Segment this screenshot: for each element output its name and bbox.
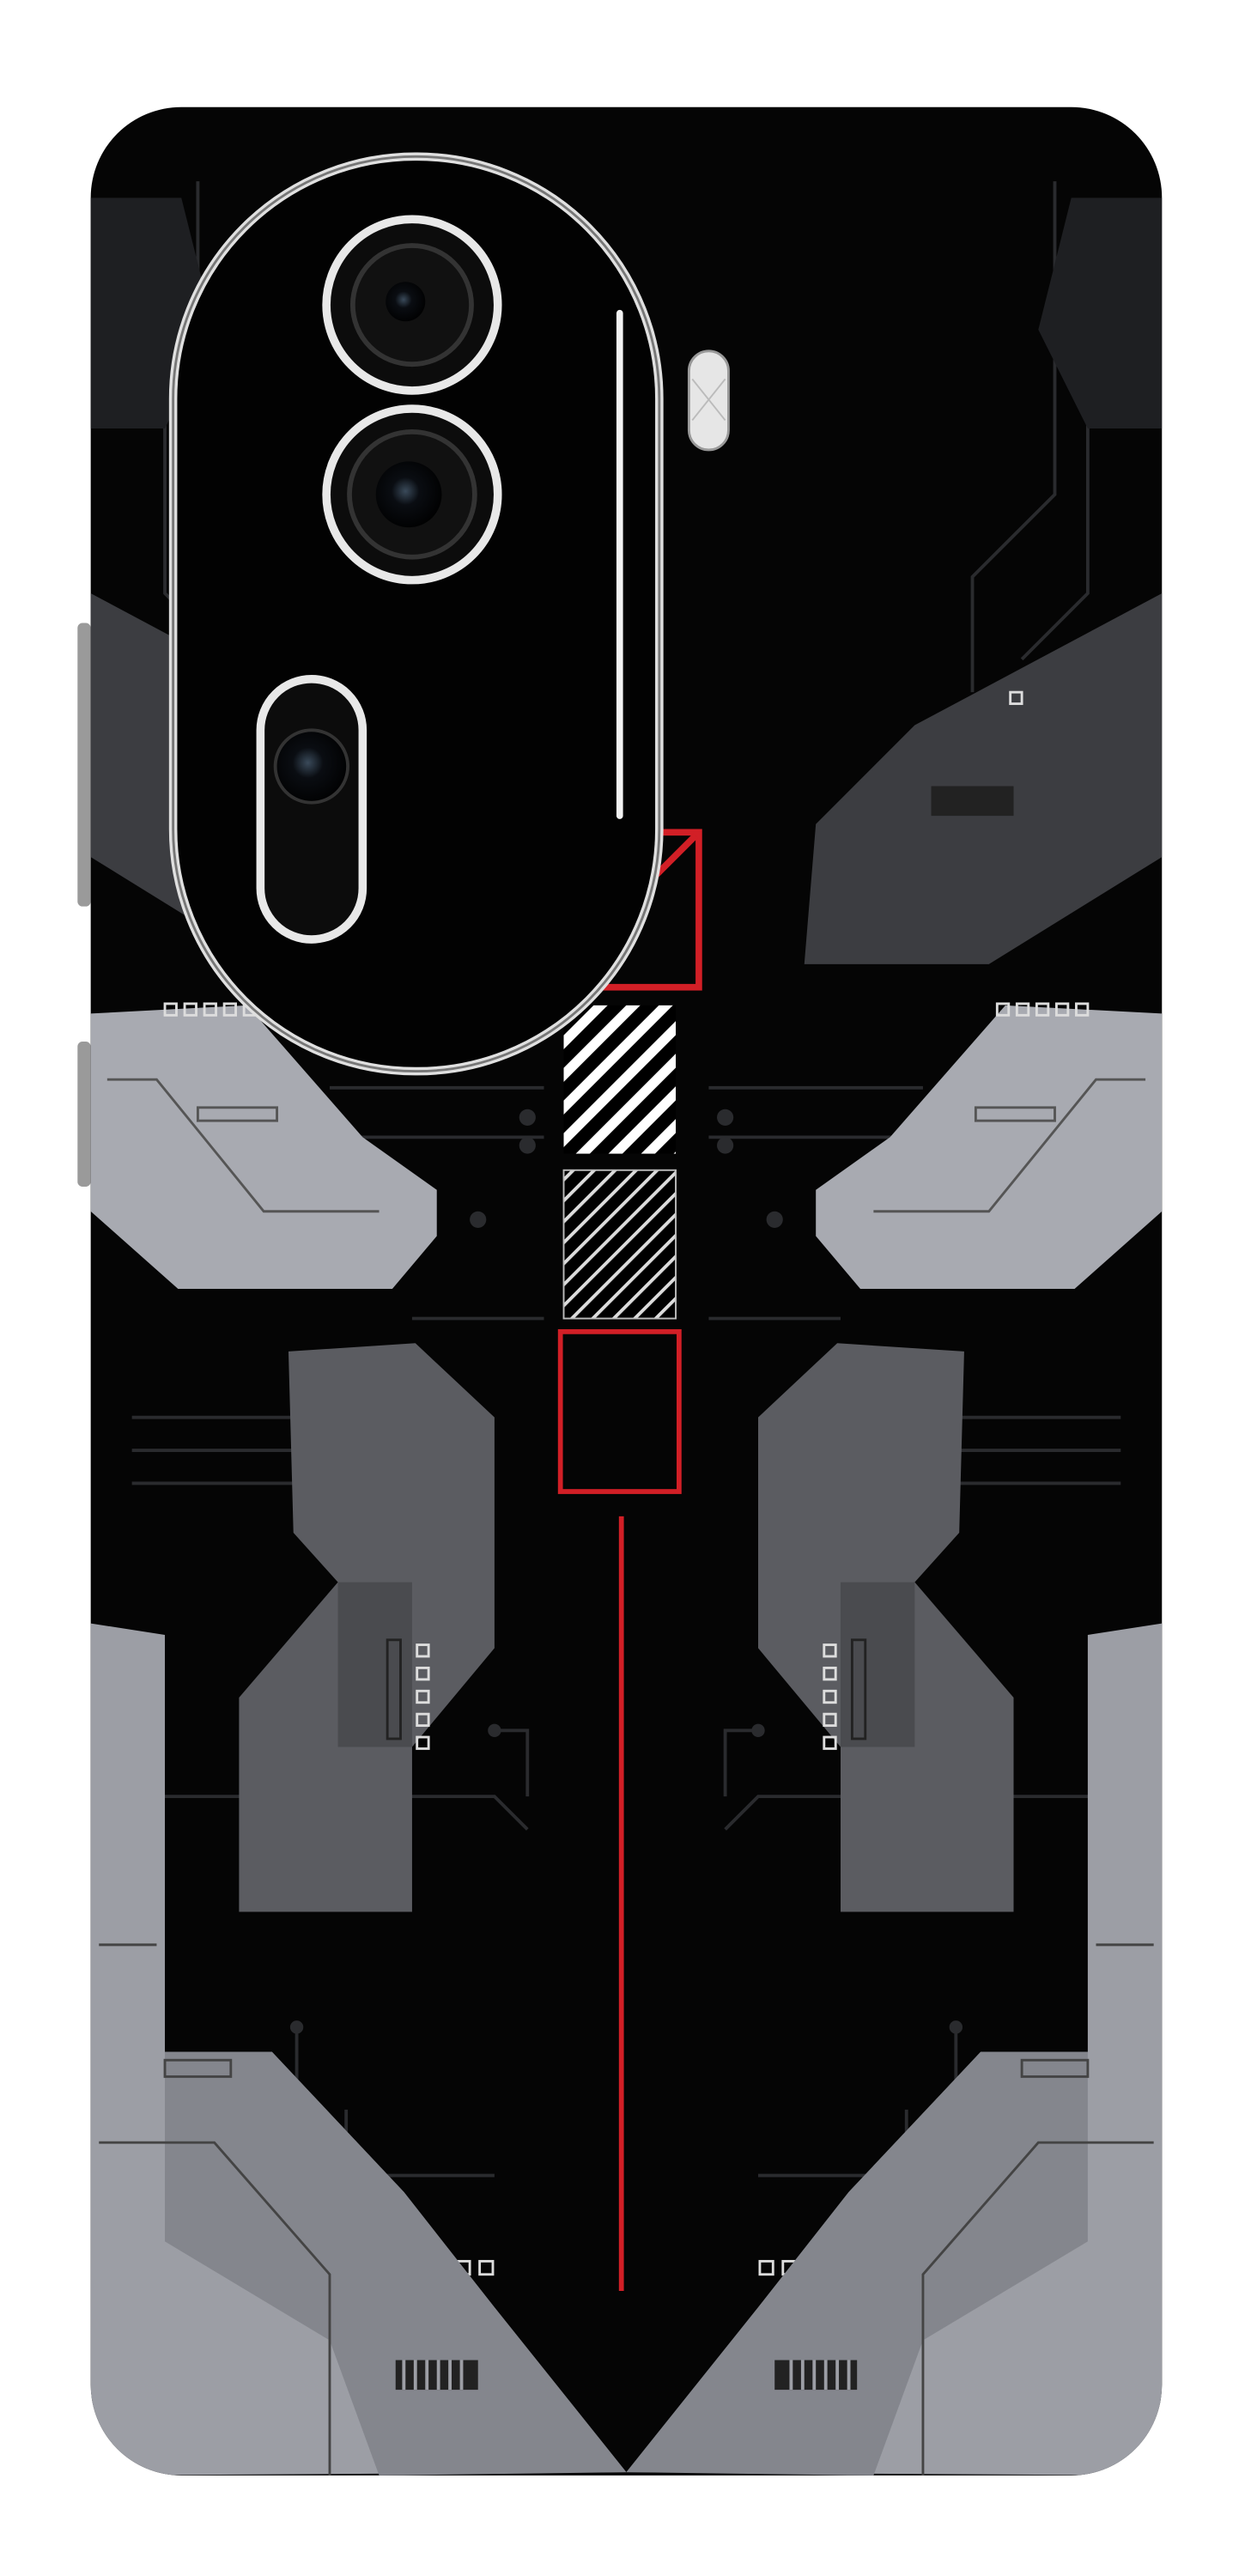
hatch-block-fine	[562, 1169, 677, 1320]
volume-button	[77, 623, 91, 907]
camera-module	[168, 152, 664, 1076]
camera-lens-icon	[322, 404, 502, 585]
camera-lens-icon	[256, 674, 367, 944]
flash-icon	[687, 349, 730, 452]
power-button	[77, 1042, 91, 1187]
camera-lens-icon	[322, 215, 502, 395]
red-square	[557, 1328, 682, 1494]
light-wing	[90, 1005, 437, 1289]
hatch-block	[563, 1005, 677, 1154]
